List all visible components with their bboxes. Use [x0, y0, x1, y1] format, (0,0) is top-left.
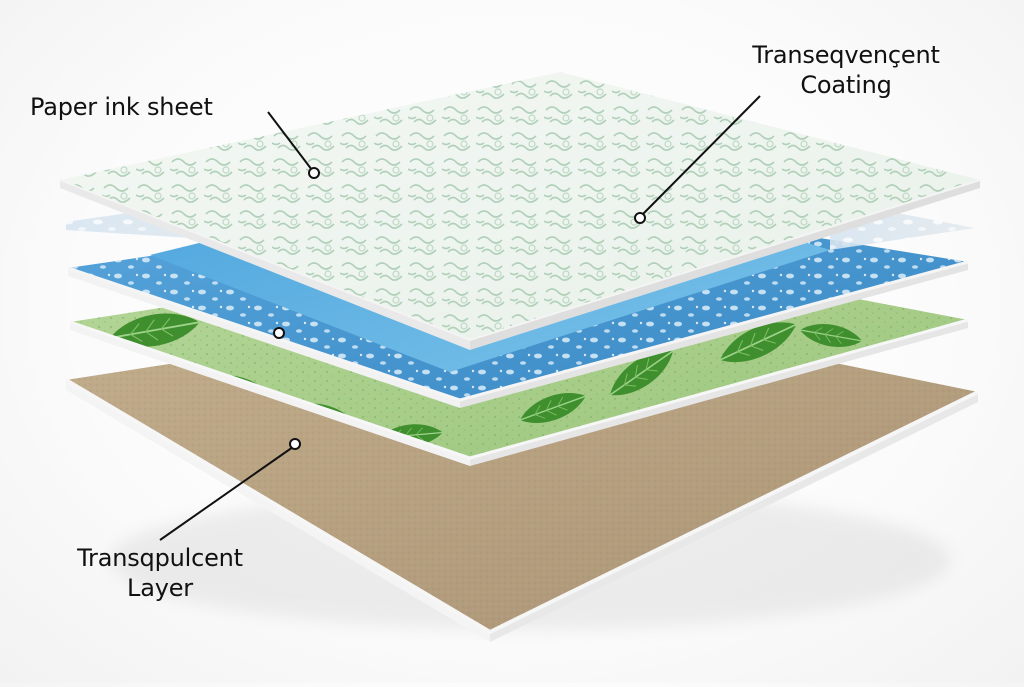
- label-line: Layer: [127, 574, 193, 602]
- callout-speckled-layer-marker: [273, 327, 285, 339]
- label-paper-ink-sheet: Paper ink sheet: [30, 92, 213, 122]
- callout-paper-ink-sheet: [267, 111, 320, 179]
- callout-dot: [289, 438, 301, 450]
- label-line: Transeqvençent: [752, 41, 940, 69]
- label-translucent-layer: Transqpulcent Layer: [60, 543, 260, 603]
- callout-translucent-layer: [159, 438, 301, 541]
- label-line: Coating: [800, 71, 892, 99]
- callout-dot: [273, 327, 285, 339]
- label-line: Transqpulcent: [77, 544, 243, 572]
- callout-dot: [308, 167, 320, 179]
- callout-coating: [634, 95, 761, 224]
- layer-top-paper: [59, 72, 981, 350]
- callout-dot: [634, 212, 646, 224]
- label-line: Paper ink sheet: [30, 93, 213, 121]
- label-coating: Transeqvençent Coating: [726, 40, 966, 100]
